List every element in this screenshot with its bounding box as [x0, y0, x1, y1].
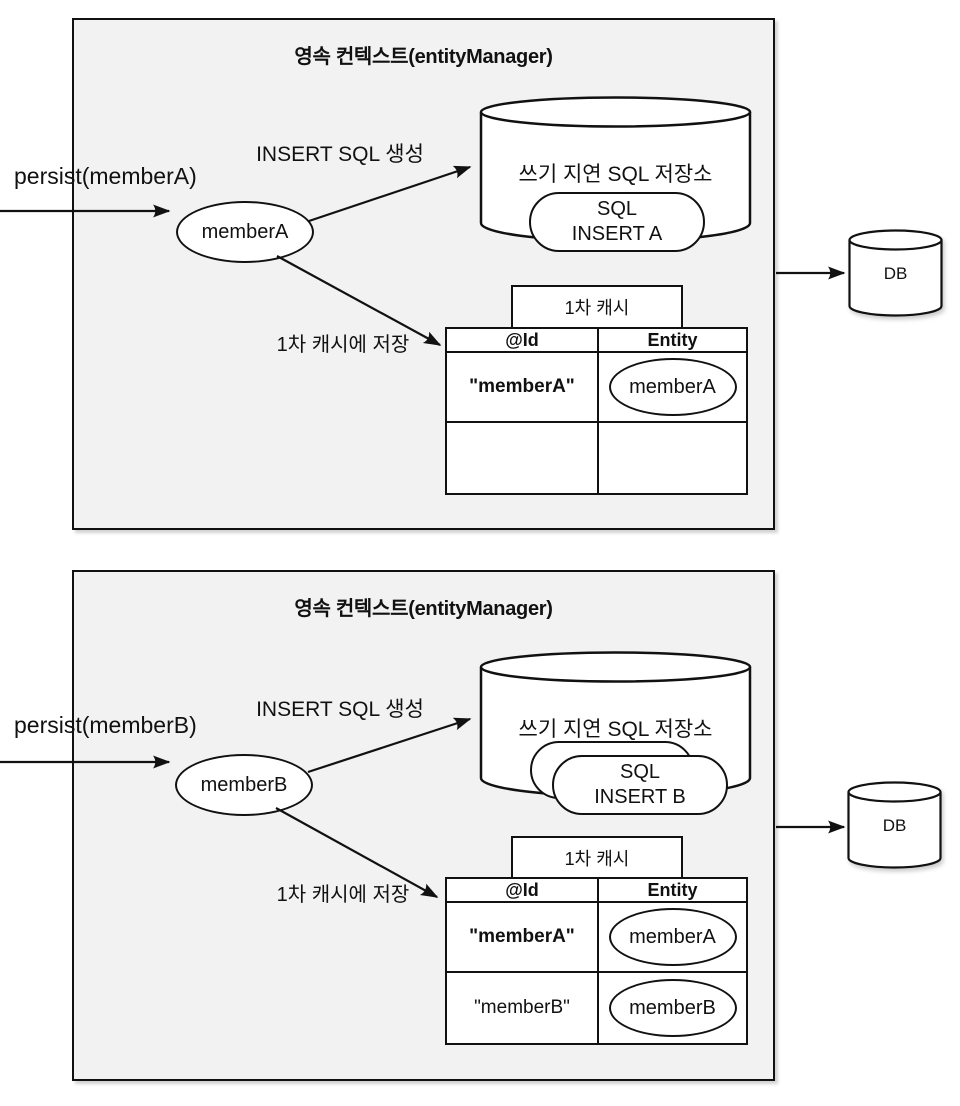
- first-level-cache-table: @Id Entity "memberA" memberA: [445, 327, 748, 495]
- entity-name: memberA: [201, 220, 289, 243]
- cache-row-id: "memberB": [447, 973, 599, 1043]
- cached-entity-ellipse: memberA: [608, 358, 737, 416]
- cache-row-id: "memberA": [447, 353, 599, 423]
- cache-save-label: 1차 캐시에 저장: [276, 334, 410, 356]
- database-cylinder-icon: [847, 780, 943, 874]
- cached-entity-name: memberA: [629, 925, 716, 948]
- sql-insert-box: SQL INSERT B: [552, 755, 728, 815]
- cached-entity-ellipse: memberB: [608, 979, 737, 1037]
- cached-entity-name: memberB: [629, 996, 716, 1019]
- persistence-context-panel-a: 영속 컨텍스트(entityManager) INSERT SQL 생성 1차 …: [72, 18, 775, 530]
- sql-box-line2: INSERT A: [571, 223, 663, 245]
- sql-box-line1: SQL: [619, 761, 661, 783]
- persistence-context-panel-b: 영속 컨텍스트(entityManager) INSERT SQL 생성 1차 …: [72, 570, 775, 1081]
- cache-row-entity-cell: memberA: [599, 353, 746, 423]
- cache-row-entity-empty: [599, 423, 746, 493]
- cache-header-entity: Entity: [599, 329, 746, 353]
- persist-call-label: persist(memberB): [14, 712, 197, 738]
- entity-ellipse: memberA: [176, 201, 314, 263]
- entity-ellipse: memberB: [175, 754, 313, 816]
- first-level-cache-table: @Id Entity "memberA" memberA "memberB" m…: [445, 877, 748, 1045]
- sql-box-line2: INSERT B: [594, 786, 686, 808]
- cache-header-id: @Id: [447, 879, 599, 903]
- first-level-cache-tab: 1차 캐시: [511, 836, 683, 877]
- cache-header-entity: Entity: [599, 879, 746, 903]
- sql-box-line1: SQL: [596, 198, 638, 220]
- panel-title: 영속 컨텍스트(entityManager): [294, 598, 553, 620]
- cache-tab-label: 1차 캐시: [564, 848, 630, 869]
- cache-header-id: @Id: [447, 329, 599, 353]
- entity-name: memberB: [200, 773, 288, 796]
- cached-entity-ellipse: memberA: [608, 908, 737, 966]
- cache-row-id-empty: [447, 423, 599, 493]
- insert-sql-label: INSERT SQL 생성: [256, 143, 424, 166]
- cache-row-id: "memberA": [447, 903, 599, 973]
- cached-entity-name: memberA: [629, 375, 716, 398]
- persist-call-label: persist(memberA): [14, 163, 197, 189]
- cache-tab-label: 1차 캐시: [564, 298, 630, 318]
- db-label: DB: [883, 264, 908, 283]
- database-cylinder-icon: [848, 228, 944, 322]
- cache-save-label: 1차 캐시에 저장: [276, 884, 410, 906]
- db-label: DB: [882, 816, 907, 835]
- write-behind-storage-title: 쓰기 지연 SQL 저장소: [518, 163, 713, 186]
- insert-sql-label: INSERT SQL 생성: [256, 698, 424, 721]
- panel-title: 영속 컨텍스트(entityManager): [294, 46, 553, 68]
- first-level-cache-tab: 1차 캐시: [511, 285, 683, 327]
- write-behind-storage-title: 쓰기 지연 SQL 저장소: [518, 718, 713, 741]
- sql-insert-box: SQL INSERT A: [529, 192, 705, 252]
- cache-row-entity-cell: memberA: [599, 903, 746, 973]
- cache-row-entity-cell: memberB: [599, 973, 746, 1043]
